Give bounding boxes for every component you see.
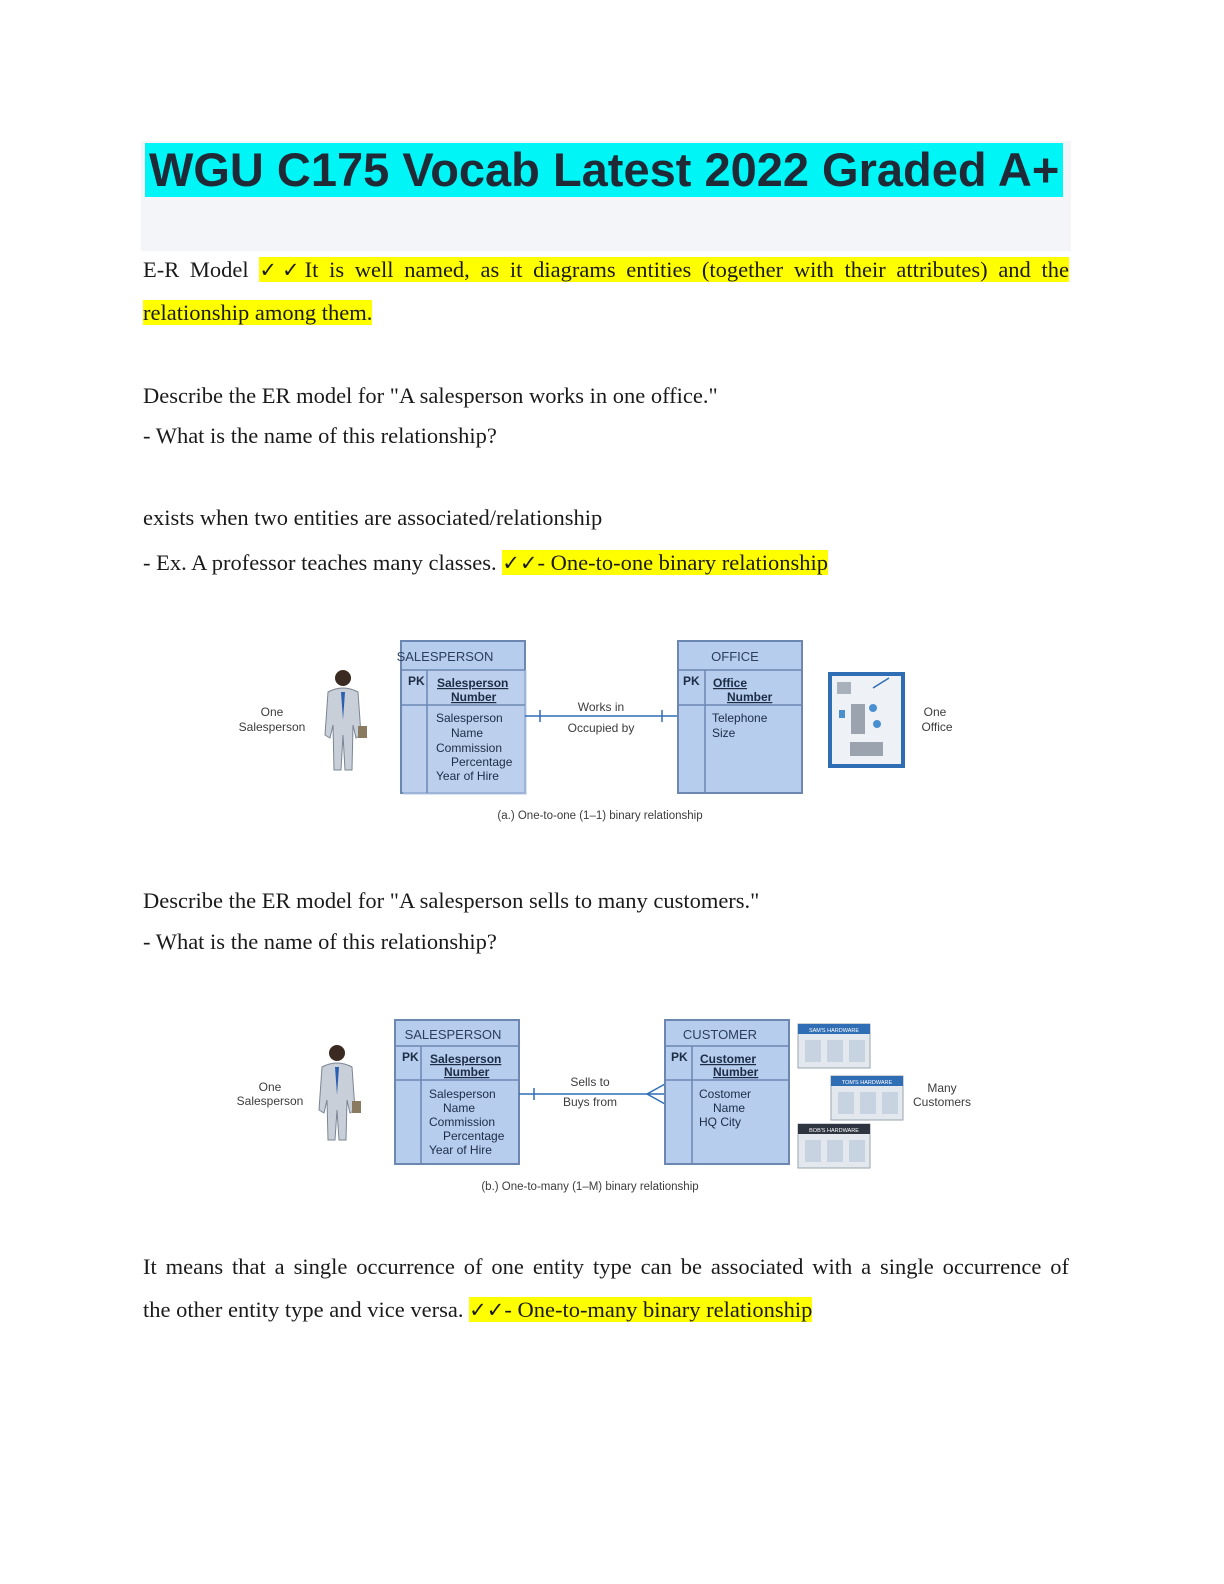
pk-attribute: Number xyxy=(451,690,497,704)
entity-salesperson: SALESPERSON PK Salesperson Number Salesp… xyxy=(397,640,527,795)
er-model-line1: E-R Model ✓✓It is well named, as it diag… xyxy=(143,255,1069,285)
answer-text-cont: relationship among them. xyxy=(143,300,373,325)
attribute: Size xyxy=(712,726,736,740)
relationship-label: Occupied by xyxy=(568,721,635,735)
pk-label: PK xyxy=(408,674,425,688)
answer-text: - One-to-one binary relationship xyxy=(537,550,829,575)
figure-one-to-one: One Salesperson SALESPERSON PK Salespers… xyxy=(225,630,995,830)
relationship-label: Works in xyxy=(578,700,624,714)
entity-office: OFFICE PK Office Number Telephone Size xyxy=(677,640,803,794)
answer-text: It is well named, as it diagrams entitie… xyxy=(304,257,1069,282)
relationship-line: Works in Occupied by xyxy=(525,700,678,735)
pk-label: PK xyxy=(683,674,700,688)
store-sign: SAM'S HARDWARE xyxy=(809,1028,859,1034)
attribute: HQ City xyxy=(699,1115,741,1129)
definition-line: the other entity type and vice versa. ✓✓… xyxy=(143,1295,813,1325)
answer-highlight: ✓✓- One-to-one binary relationship xyxy=(502,550,829,575)
er-diagram-one-to-one: One Salesperson SALESPERSON PK Salespers… xyxy=(239,640,953,822)
left-label: Salesperson xyxy=(239,720,306,734)
entity-salesperson: SALESPERSON PK Salesperson Number Salesp… xyxy=(394,1019,520,1165)
check-icon: ✓✓ xyxy=(259,258,305,282)
pk-label: PK xyxy=(671,1050,688,1064)
pk-attribute: Office xyxy=(713,676,747,690)
answer-text: - One-to-many binary relationship xyxy=(504,1297,813,1322)
term: E-R Model xyxy=(143,257,249,282)
question-line: Describe the ER model for "A salesperson… xyxy=(143,888,760,913)
attribute: Year of Hire xyxy=(429,1143,492,1157)
attribute: Commission xyxy=(436,741,502,755)
attribute: Commission xyxy=(429,1115,495,1129)
question-line: - What is the name of this relationship? xyxy=(143,929,497,954)
left-label: One xyxy=(261,705,284,719)
pk-label: PK xyxy=(402,1050,419,1064)
definition-line: - Ex. A professor teaches many classes. … xyxy=(143,548,829,578)
entity-customer: CUSTOMER PK Customer Number Costomer Nam… xyxy=(664,1019,790,1165)
store-icon: BOB'S HARDWARE xyxy=(797,1123,871,1169)
attribute: Year of Hire xyxy=(436,769,499,783)
store-sign: TOM'S HARDWARE xyxy=(842,1080,893,1086)
entity-name: CUSTOMER xyxy=(683,1027,757,1042)
left-label: One xyxy=(259,1080,282,1094)
example-text: - Ex. A professor teaches many classes. xyxy=(143,550,497,575)
definition-line: exists when two entities are associated/… xyxy=(143,505,603,530)
attribute: Percentage xyxy=(451,755,513,769)
question-line: - What is the name of this relationship? xyxy=(143,423,497,448)
pk-attribute: Number xyxy=(444,1065,490,1079)
figure-one-to-many: One Salesperson SALESPERSON PK Salespers… xyxy=(225,1010,995,1200)
salesperson-person-icon xyxy=(318,1045,361,1141)
check-icon: ✓✓ xyxy=(502,551,538,575)
definition-text: the other entity type and vice versa. xyxy=(143,1297,464,1322)
left-label: Salesperson xyxy=(237,1094,304,1108)
pk-attribute: Salesperson xyxy=(430,1052,501,1066)
store-icon: TOM'S HARDWARE xyxy=(830,1075,904,1121)
pk-attribute: Customer xyxy=(700,1052,756,1066)
check-icon: ✓✓ xyxy=(469,1298,505,1322)
entity-name: SALESPERSON xyxy=(397,649,494,664)
right-label: Many xyxy=(927,1081,956,1095)
attribute: Name xyxy=(451,726,483,740)
store-icon: SAM'S HARDWARE xyxy=(797,1023,871,1069)
pk-attribute: Number xyxy=(713,1065,759,1079)
office-floorplan-icon xyxy=(828,672,905,768)
pk-attribute: Salesperson xyxy=(437,676,508,690)
figure-caption: (b.) One-to-many (1–M) binary relationsh… xyxy=(481,1181,698,1193)
answer-highlight: ✓✓- One-to-many binary relationship xyxy=(469,1297,813,1322)
attribute: Salesperson xyxy=(436,711,503,725)
relationship-label: Buys from xyxy=(563,1095,617,1109)
pk-attribute: Number xyxy=(727,690,773,704)
attribute: Percentage xyxy=(443,1129,505,1143)
store-sign: BOB'S HARDWARE xyxy=(809,1128,859,1134)
attribute: Telephone xyxy=(712,711,768,725)
er-model-line2: relationship among them. xyxy=(143,298,373,328)
question-line: Describe the ER model for "A salesperson… xyxy=(143,383,718,408)
er-diagram-one-to-many: One Salesperson SALESPERSON PK Salespers… xyxy=(237,1019,971,1193)
right-label: One xyxy=(924,705,947,719)
figure-caption: (a.) One-to-one (1–1) binary relationshi… xyxy=(497,810,702,822)
relationship-label: Sells to xyxy=(570,1075,610,1089)
right-label: Office xyxy=(921,720,952,734)
right-label: Customers xyxy=(913,1095,971,1109)
entity-name: OFFICE xyxy=(711,649,759,664)
definition-line: It means that a single occurrence of one… xyxy=(143,1254,1069,1279)
salesperson-person-icon xyxy=(324,670,367,771)
page-title: WGU C175 Vocab Latest 2022 Graded A+ xyxy=(145,143,1064,197)
relationship-line: Sells to Buys from xyxy=(519,1075,666,1109)
attribute: Name xyxy=(713,1101,745,1115)
attribute: Salesperson xyxy=(429,1087,496,1101)
attribute: Costomer xyxy=(699,1087,751,1101)
answer-highlight: ✓✓It is well named, as it diagrams entit… xyxy=(259,257,1069,282)
entity-name: SALESPERSON xyxy=(405,1027,502,1042)
attribute: Name xyxy=(443,1101,475,1115)
